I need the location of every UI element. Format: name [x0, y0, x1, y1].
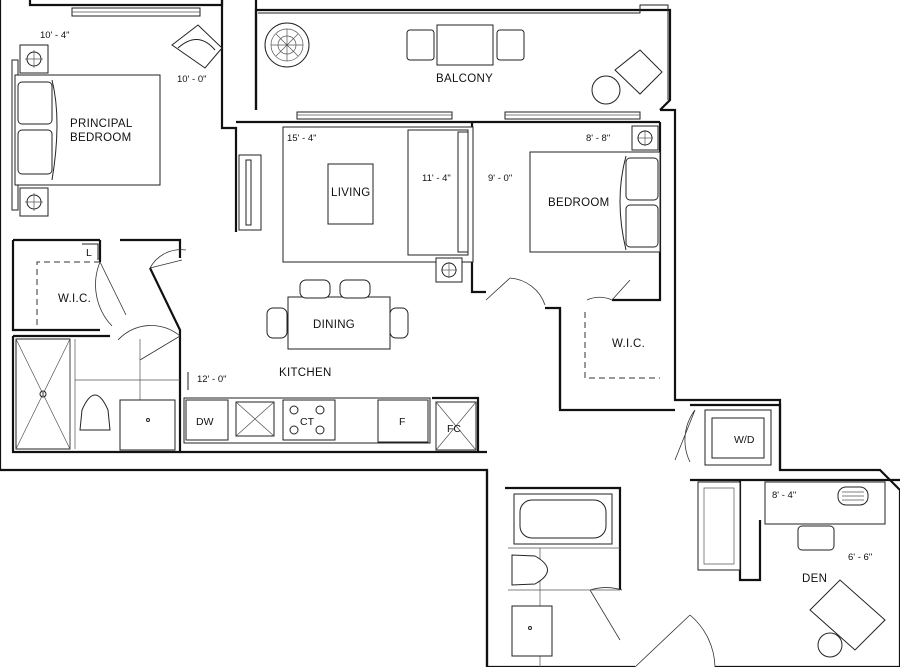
linen-label: L: [86, 247, 92, 259]
den-armchair: [809, 579, 886, 651]
tv: [245, 159, 252, 226]
dining-chair-top-2: [339, 279, 371, 299]
den-side-table: [817, 632, 843, 658]
bedroom-label: BEDROOM: [548, 197, 610, 209]
wic-right-label: W.I.C.: [612, 338, 645, 350]
kitchen-length-dim: 12' - 0": [197, 374, 226, 385]
den-width-dim: 8' - 4": [772, 490, 796, 501]
dining-table: [287, 296, 391, 350]
dining-chair-right: [389, 307, 409, 339]
dishwasher-label: DW: [196, 416, 214, 428]
principal-width-dim: 10' - 4": [40, 30, 69, 41]
den-label: DEN: [802, 573, 827, 585]
balcony-label: BALCONY: [436, 73, 493, 85]
bath-left: [15, 338, 180, 451]
toilet-right: [511, 554, 548, 586]
bedroom-door-swing: [485, 277, 546, 306]
wic-right: W.I.C.: [584, 312, 660, 379]
bedroom-south-wall: [545, 306, 675, 412]
principal-armchair: [171, 24, 223, 69]
balcony-chair-right: [496, 29, 525, 61]
west-wing-top-wall: [28, 0, 224, 7]
doors: [95, 249, 716, 667]
closet-partition: [120, 238, 182, 258]
coffee-table: [327, 163, 374, 225]
den-desk: [764, 481, 886, 525]
principal-door-swing: [149, 249, 187, 269]
wic-left-label: W.I.C.: [58, 293, 91, 305]
balcony-table: [436, 24, 494, 66]
dining-label: DINING: [313, 319, 355, 331]
bath-left-outline: [11, 336, 182, 454]
bedroom-width-dim: 8' - 8": [586, 133, 610, 144]
bedroom-pillow-1: [625, 157, 659, 201]
washer-dryer-label: W/D: [734, 434, 755, 446]
balcony-railing: [258, 4, 669, 100]
toilet-left: [79, 394, 111, 431]
vanity-left: [119, 399, 176, 451]
dishwasher: [185, 399, 229, 441]
window-living: [296, 111, 453, 120]
wic-left-shelf: [36, 261, 100, 325]
den-desk-chair: [797, 525, 835, 551]
bath-left-door-swing: [117, 325, 181, 361]
hall-wall-diagonal: [149, 267, 182, 340]
balcony-side-table: [591, 75, 621, 105]
den-walls: [738, 480, 762, 582]
fridge: [377, 399, 429, 443]
kitchen: DW CT F FC KITCHEN 12' - 0": [183, 367, 477, 451]
bedroom-west-wall: [470, 122, 486, 294]
interior-walls: [11, 120, 900, 667]
wic-left: L W.I.C.: [36, 243, 100, 325]
wic-left-door-swing: [95, 261, 127, 327]
balcony-chair-left: [406, 29, 435, 61]
window-bedroom: [504, 111, 641, 120]
bedroom: BEDROOM 9' - 0" 8' - 8": [488, 125, 661, 253]
sofa-back: [457, 131, 469, 253]
living-room: LIVING 15' - 4" 11' - 4": [238, 126, 474, 283]
principal-depth-dim: 10' - 0": [177, 74, 206, 85]
principal-east-wall: [220, 0, 238, 232]
fc-closet-wall: [432, 396, 480, 452]
balcony-lounge-chair: [614, 49, 663, 95]
living-depth-dim: 11' - 4": [422, 173, 451, 184]
principal-bedroom-label-1: PRINCIPAL: [70, 118, 133, 130]
fridge-label: F: [399, 416, 405, 428]
wic-right-door-swing: [586, 279, 631, 301]
wic-left-west-wall: [11, 240, 100, 332]
laundry-walls: [690, 403, 900, 482]
dining-chair-top-1: [299, 279, 331, 299]
principal-bedroom-label-2: BEDROOM: [70, 132, 132, 144]
cooktop-label: CT: [300, 416, 315, 428]
bath-right-door-swing: [589, 587, 623, 641]
principal-bedroom: PRINCIPAL BEDROOM 10' - 4" 10' - 0": [14, 24, 223, 217]
balcony: BALCONY: [264, 22, 663, 105]
wic-right-shelf: [584, 312, 660, 379]
laundry-door-swing: [674, 409, 696, 463]
bedroom-pillow-2: [625, 204, 659, 248]
dining-chair-left: [266, 307, 288, 339]
den: DEN 8' - 4" 6' - 6": [697, 481, 886, 658]
bedroom-depth-dim: 9' - 0": [488, 173, 512, 184]
living-label: LIVING: [331, 187, 371, 199]
kitchen-label: KITCHEN: [279, 367, 332, 379]
pillow-2: [17, 129, 53, 175]
nightstand-top: [19, 44, 49, 74]
linen-shelf: [82, 243, 99, 260]
den-closet: [697, 481, 741, 571]
pillow-1: [17, 81, 53, 125]
bath-right-wall: [485, 470, 622, 667]
bath-right: [508, 493, 620, 667]
vanity-right: [511, 605, 553, 657]
living-width-dim: 15' - 4": [287, 133, 316, 144]
den-depth-dim: 6' - 6": [848, 552, 872, 563]
entry-door-swing: [634, 614, 716, 667]
laundry: W/D: [704, 409, 772, 466]
fan-coil-label: FC: [447, 423, 461, 435]
dining: DINING: [266, 279, 409, 350]
